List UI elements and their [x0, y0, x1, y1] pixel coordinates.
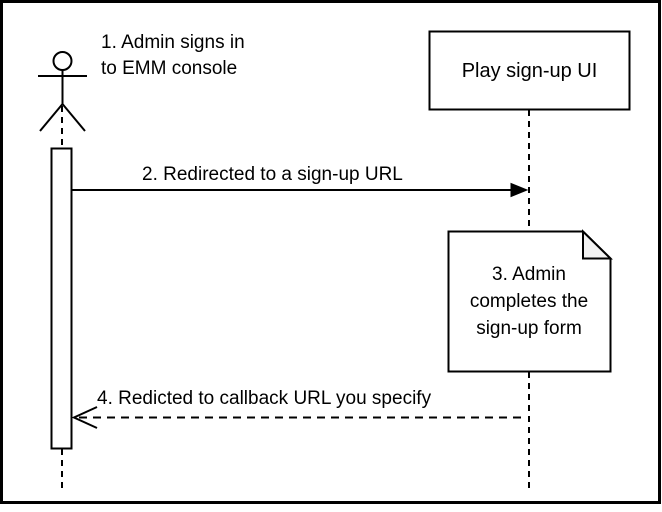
actor-label: 1. Admin signs in to EMM console [101, 32, 245, 79]
play-box-label: Play sign-up UI [461, 59, 598, 82]
actor-head-icon [52, 51, 73, 71]
actor-right-leg-icon [61, 103, 86, 132]
activation-bar [50, 147, 73, 450]
note-label: 3. Admin completes the sign-up form [469, 264, 589, 339]
message-2-arrow [72, 182, 529, 198]
actor-icon [38, 51, 87, 132]
note-fold-icon [582, 229, 613, 260]
message-2-label: 2. Redirected to a sign-up URL [142, 164, 403, 185]
message-4-arrow [71, 406, 521, 429]
arrowhead-filled-icon [510, 182, 529, 198]
play-signup-box [428, 30, 631, 111]
actor-left-leg-icon [39, 103, 64, 132]
message-4-label: 4. Redicted to callback URL you specify [97, 388, 432, 409]
note-shape [447, 229, 613, 373]
arrowhead-open-icon [71, 406, 98, 429]
